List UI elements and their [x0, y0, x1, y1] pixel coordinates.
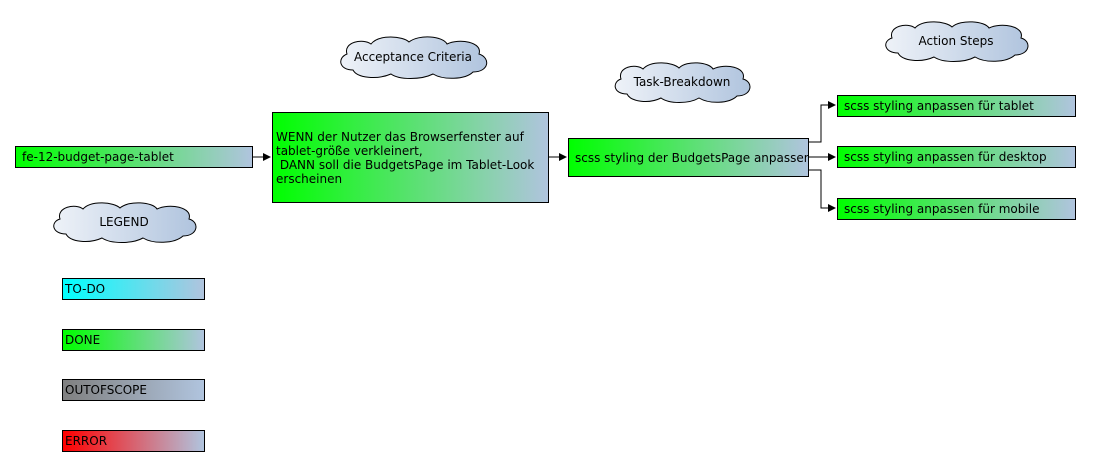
legend-label: OUTOFSCOPE: [65, 383, 147, 397]
acceptance-criteria-text: WENN der Nutzer das Browserfenster auf t…: [276, 130, 534, 186]
cloud-shape: [53, 202, 197, 243]
cloud-label: Task-Breakdown: [633, 75, 731, 89]
criteria-line: DANN soll die BudgetsPage im Tablet-Look: [276, 157, 535, 172]
legend-label: DONE: [65, 333, 101, 347]
cloud-legend: LEGEND: [47, 200, 201, 244]
ticket-label: fe-12-budget-page-tablet: [22, 150, 174, 164]
criteria-line: WENN der Nutzer das Browserfenster auf: [276, 129, 524, 144]
task-label: scss styling der BudgetsPage anpassen: [575, 150, 809, 165]
legend-outofscope: OUTOFSCOPE: [62, 379, 205, 401]
ticket-node[interactable]: fe-12-budget-page-tablet: [15, 146, 253, 168]
edge-task-to-mobile: [809, 169, 836, 212]
action-node-mobile[interactable]: scss styling anpassen für mobile: [837, 198, 1076, 220]
cloud-acceptance-criteria: Acceptance Criteria: [333, 34, 493, 80]
cloud-task-breakdown: Task-Breakdown: [609, 60, 755, 104]
cloud-action-steps: Action Steps: [879, 19, 1033, 63]
action-label: scss styling anpassen für desktop: [844, 150, 1047, 164]
acceptance-criteria-node[interactable]: WENN der Nutzer das Browserfenster auf t…: [272, 112, 549, 203]
cloud-shape: [885, 21, 1029, 62]
criteria-line: erscheinen: [276, 171, 343, 186]
cloud-label: Acceptance Criteria: [353, 50, 472, 64]
legend-todo: TO-DO: [62, 278, 205, 300]
legend-label: ERROR: [65, 434, 108, 448]
action-node-tablet[interactable]: scss styling anpassen für tablet: [837, 95, 1076, 117]
legend-label: TO-DO: [65, 282, 106, 296]
task-node[interactable]: scss styling der BudgetsPage anpassen: [568, 138, 809, 177]
edge-task-to-tablet: [809, 101, 836, 143]
legend-error: ERROR: [62, 430, 205, 452]
criteria-line: tablet-größe verkleinert,: [276, 143, 423, 158]
action-label: scss styling anpassen für mobile: [844, 202, 1040, 216]
legend-done: DONE: [62, 329, 205, 351]
action-node-desktop[interactable]: scss styling anpassen für desktop: [837, 146, 1076, 168]
cloud-shape: [614, 62, 751, 103]
cloud-shape: [340, 36, 488, 79]
cloud-label: Action Steps: [918, 34, 994, 48]
action-label: scss styling anpassen für tablet: [844, 99, 1034, 113]
cloud-label: LEGEND: [99, 215, 149, 229]
